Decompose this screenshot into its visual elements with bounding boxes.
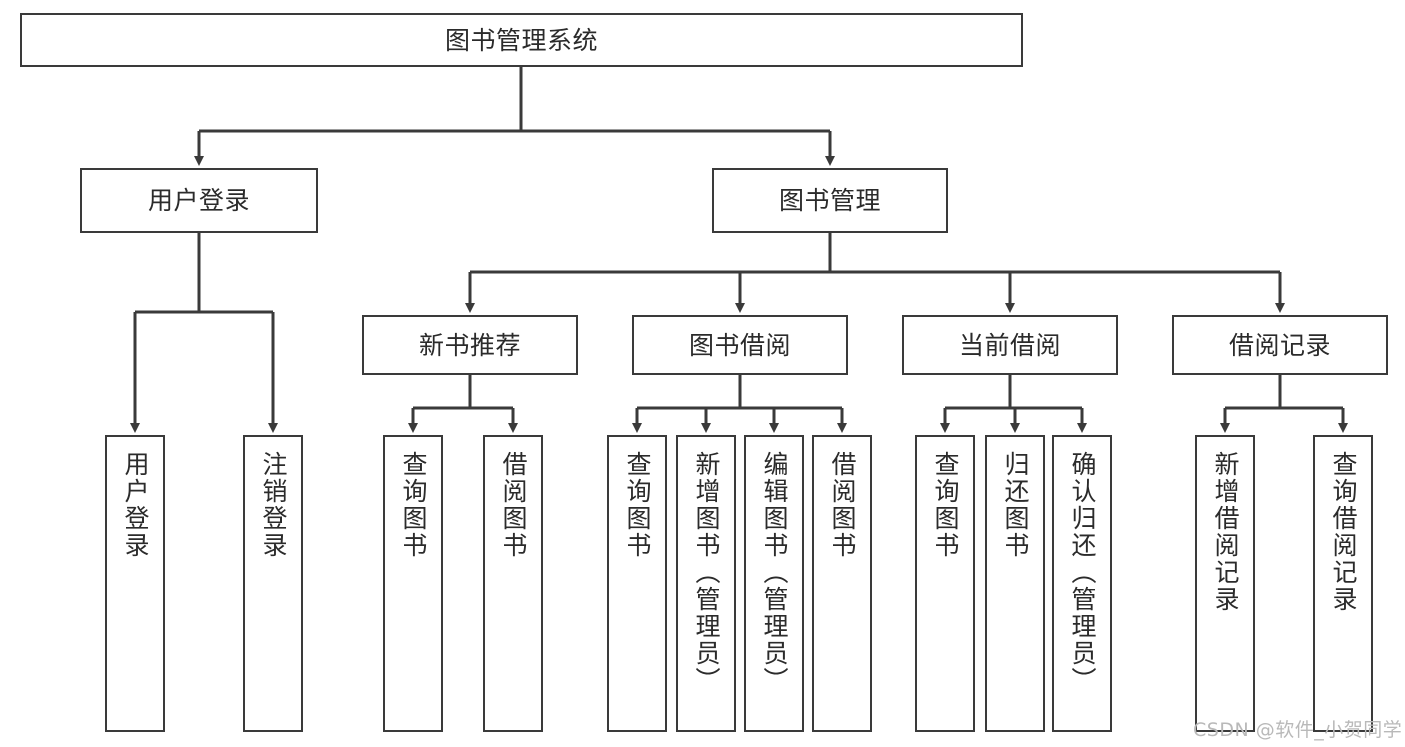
node-book-manage[interactable]: 图书管理 [712, 168, 948, 233]
node-user-login[interactable]: 用户登录 [80, 168, 318, 233]
leaf-bb-add-book-label: 新增图书（管理员） [692, 451, 721, 694]
node-root[interactable]: 图书管理系统 [20, 13, 1023, 67]
node-new-book-rec[interactable]: 新书推荐 [362, 315, 578, 375]
node-root-label: 图书管理系统 [444, 25, 598, 55]
leaf-user-login-label: 用户登录 [121, 451, 150, 559]
leaf-bb-query-book-label: 查询图书 [623, 451, 652, 559]
leaf-cb-return-book[interactable]: 归还图书 [985, 435, 1045, 732]
leaf-logout[interactable]: 注销登录 [243, 435, 303, 732]
node-borrow-record[interactable]: 借阅记录 [1172, 315, 1388, 375]
leaf-bb-borrow-book[interactable]: 借阅图书 [812, 435, 872, 732]
leaf-cb-confirm-return-label: 确认归还（管理员） [1068, 451, 1097, 694]
leaf-br-add-record-label: 新增借阅记录 [1211, 451, 1240, 613]
node-book-borrow[interactable]: 图书借阅 [632, 315, 848, 375]
node-new-book-rec-label: 新书推荐 [418, 330, 521, 360]
leaf-br-add-record[interactable]: 新增借阅记录 [1195, 435, 1255, 732]
leaf-cb-query-book[interactable]: 查询图书 [915, 435, 975, 732]
leaf-rec-query-book-label: 查询图书 [399, 451, 428, 559]
node-user-login-label: 用户登录 [147, 186, 250, 215]
leaf-cb-confirm-return[interactable]: 确认归还（管理员） [1052, 435, 1112, 732]
node-current-borrow[interactable]: 当前借阅 [902, 315, 1118, 375]
node-book-borrow-label: 图书借阅 [688, 330, 791, 360]
leaf-bb-edit-book-label: 编辑图书（管理员） [760, 451, 789, 694]
leaf-logout-label: 注销登录 [259, 451, 288, 559]
leaf-br-query-record-label: 查询借阅记录 [1329, 451, 1358, 613]
leaf-bb-borrow-book-label: 借阅图书 [828, 451, 857, 559]
leaf-bb-add-book[interactable]: 新增图书（管理员） [676, 435, 736, 732]
leaf-cb-return-book-label: 归还图书 [1001, 451, 1030, 559]
leaf-bb-query-book[interactable]: 查询图书 [607, 435, 667, 732]
leaf-br-query-record[interactable]: 查询借阅记录 [1313, 435, 1373, 732]
node-borrow-record-label: 借阅记录 [1228, 330, 1331, 360]
node-current-borrow-label: 当前借阅 [958, 330, 1061, 360]
leaf-rec-query-book[interactable]: 查询图书 [383, 435, 443, 732]
leaf-rec-borrow-book-label: 借阅图书 [499, 451, 528, 559]
node-book-manage-label: 图书管理 [778, 186, 881, 215]
leaf-rec-borrow-book[interactable]: 借阅图书 [483, 435, 543, 732]
leaf-bb-edit-book[interactable]: 编辑图书（管理员） [744, 435, 804, 732]
csdn-watermark: CSDN @软件_小贺同学 [1193, 719, 1403, 741]
leaf-cb-query-book-label: 查询图书 [931, 451, 960, 559]
leaf-user-login[interactable]: 用户登录 [105, 435, 165, 732]
